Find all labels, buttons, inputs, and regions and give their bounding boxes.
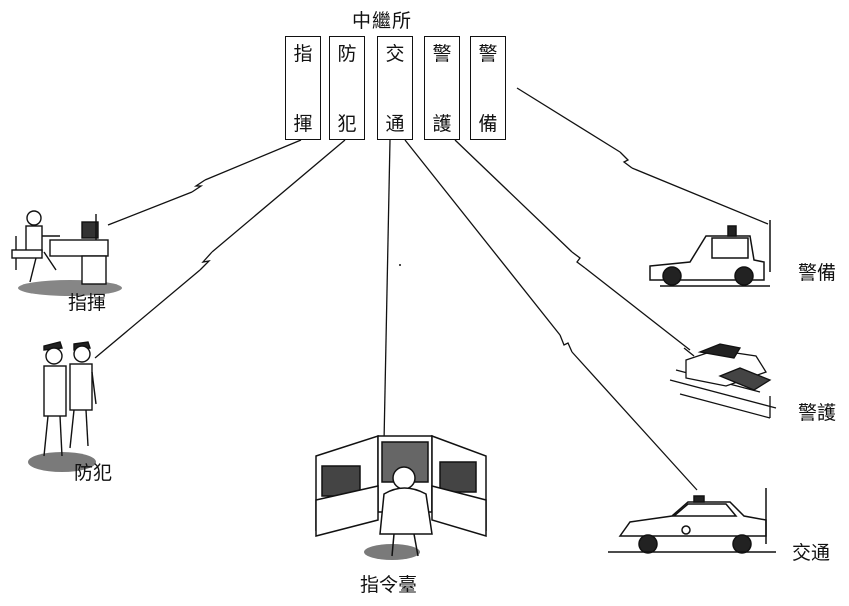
label-command: 指揮 [68, 288, 106, 315]
relay-channel-crime-prevention: 防 犯 [329, 36, 365, 140]
relay-channel-escort: 警 護 [424, 36, 460, 140]
relay-channel-security: 警 備 [470, 36, 506, 140]
radio-link-traffic [405, 140, 697, 490]
label-escort: 警護 [798, 398, 836, 425]
escort-motorcade-illustration [670, 344, 776, 418]
radio-link-dispatch [384, 140, 390, 442]
radio-link-command [108, 140, 301, 225]
channel-char-bottom: 犯 [330, 113, 364, 135]
security-jeep-illustration [650, 220, 770, 286]
label-security: 警備 [798, 258, 836, 285]
channel-char-top: 指 [286, 43, 320, 65]
channel-char-bottom: 備 [471, 113, 505, 135]
officers-illustration [28, 342, 96, 472]
channel-char-top: 防 [330, 43, 364, 65]
label-traffic: 交通 [792, 538, 830, 565]
label-dispatch: 指令臺 [360, 570, 417, 597]
channel-char-top: 交 [378, 43, 412, 65]
traffic-patrol-car-illustration [608, 488, 776, 553]
radio-link-crime-prevention [95, 140, 345, 358]
command-post-illustration [12, 211, 122, 296]
channel-char-bottom: 護 [425, 113, 459, 135]
relay-station-title: 中繼所 [352, 6, 412, 33]
label-crime-prevention: 防犯 [74, 458, 112, 485]
channel-char-top: 警 [471, 43, 505, 65]
channel-char-top: 警 [425, 43, 459, 65]
channel-char-bottom: 通 [378, 113, 412, 135]
radio-link-escort [455, 140, 690, 350]
relay-channel-traffic: 交 通 [377, 36, 413, 140]
stray-dot [399, 264, 401, 266]
relay-channel-command: 指 揮 [285, 36, 321, 140]
dispatch-console-illustration [316, 436, 486, 560]
radio-link-security [517, 88, 768, 224]
channel-char-bottom: 揮 [286, 113, 320, 135]
